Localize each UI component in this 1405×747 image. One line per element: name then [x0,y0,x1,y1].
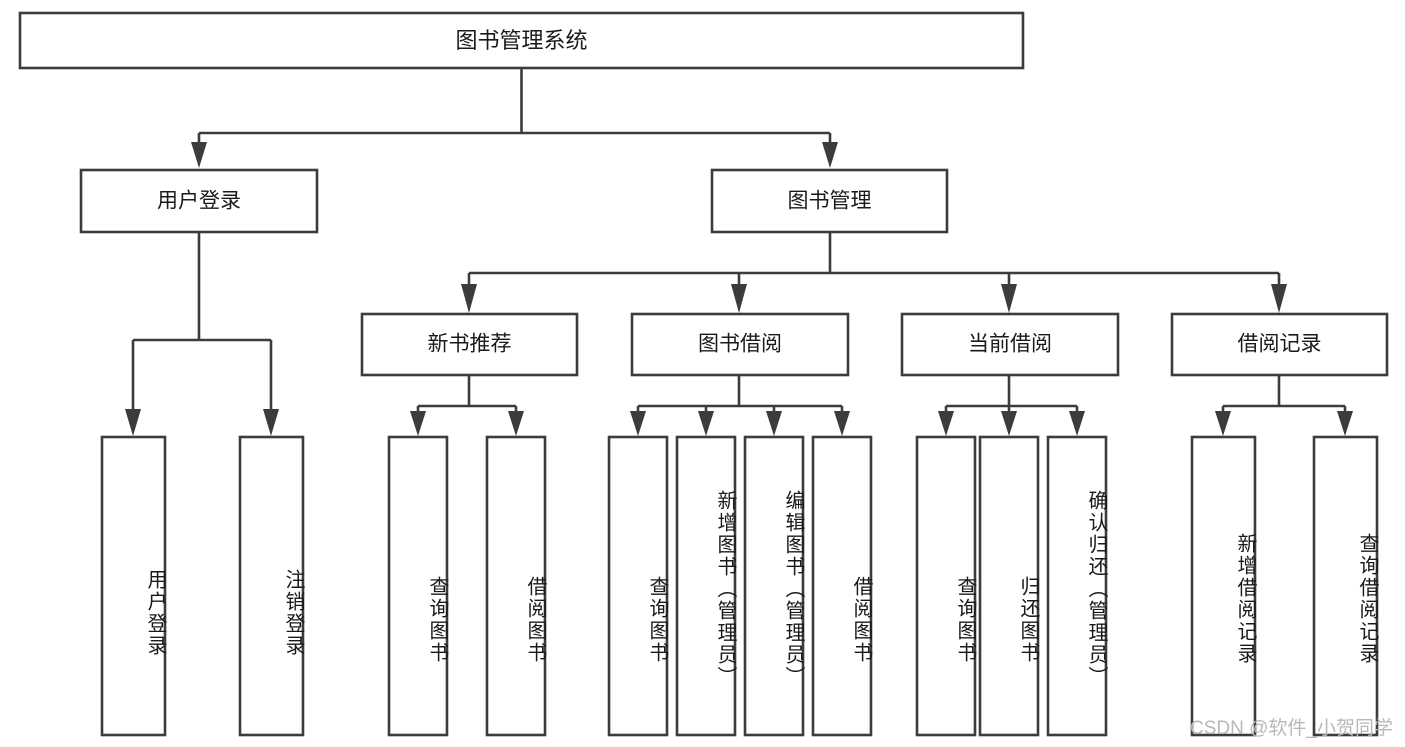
leaf-box-logout[interactable] [238,435,305,737]
node-root-box[interactable] [18,11,1025,70]
node-new-book-recommend-label: 新书推荐 [428,333,512,356]
node-current-borrow[interactable]: 当前借阅 [900,312,1120,377]
leaf-box-query-record[interactable] [1312,435,1379,737]
leaf-box-layer [100,435,1379,737]
node-user-login-label: 用户登录 [157,190,241,213]
arrow-head-bookborrow-leaf2 [698,411,714,436]
node-current-borrow-label: 当前借阅 [968,333,1052,356]
leaf-box-query-book-3[interactable] [915,435,977,737]
arrow-head-borrow-record [1271,284,1287,313]
leaf-box-confirm-return[interactable] [1046,435,1108,737]
arrow-head-currentborrow-leaf1 [938,411,954,436]
arrow-head-leaf-user-login [125,409,141,436]
node-book-management-box[interactable] [710,168,949,234]
arrow-head-currentborrow-leaf2 [1001,411,1017,436]
node-new-book-recommend[interactable]: 新书推荐 [360,312,579,377]
arrow-head-book-borrow [731,284,747,313]
arrow-head-borrowrecord-leaf1 [1215,411,1231,436]
node-book-borrow[interactable]: 图书借阅 [630,312,850,377]
node-book-management-label: 图书管理 [788,190,872,213]
arrow-head-bookborrow-leaf1 [630,411,646,436]
arrow-head-user-login [191,142,207,168]
arrow-head-bookborrow-leaf3 [766,411,782,436]
node-book-management[interactable]: 图书管理 [710,168,949,234]
node-borrow-record-label: 借阅记录 [1238,333,1322,356]
leaf-box-query-book-2[interactable] [607,435,669,737]
node-book-borrow-box[interactable] [630,312,850,377]
node-borrow-record[interactable]: 借阅记录 [1170,312,1389,377]
node-root-label: 图书管理系统 [455,28,587,53]
leaf-box-borrow-book-2[interactable] [811,435,873,737]
leaf-box-query-book-1[interactable] [387,435,449,737]
node-user-login-box[interactable] [79,168,319,234]
arrow-head-newbook-leaf2 [508,411,524,436]
arrow-head-new-book-rec [461,284,477,313]
arrow-head-currentborrow-leaf3 [1069,411,1085,436]
arrow-head-current-borrow [1001,284,1017,313]
leaf-box-add-record[interactable] [1190,435,1257,737]
arrow-head-newbook-leaf1 [410,411,426,436]
leaf-box-user-login[interactable] [100,435,167,737]
leaf-box-add-book[interactable] [675,435,737,737]
node-current-borrow-box[interactable] [900,312,1120,377]
node-book-borrow-label: 图书借阅 [698,333,782,356]
arrow-head-bookborrow-leaf4 [834,411,850,436]
leaf-box-edit-book[interactable] [743,435,805,737]
node-user-login[interactable]: 用户登录 [79,168,319,234]
node-new-book-recommend-box[interactable] [360,312,579,377]
leaf-box-return-book[interactable] [978,435,1040,737]
leaf-box-borrow-book-1[interactable] [485,435,547,737]
arrow-head-borrowrecord-leaf2 [1337,411,1353,436]
node-borrow-record-box[interactable] [1170,312,1389,377]
arrow-head-leaf-logout [263,409,279,436]
node-root-system[interactable]: 图书管理系统 [18,11,1025,70]
csdn-watermark: CSDN @软件_小贺同学 [1190,718,1393,739]
connector-layer [125,68,1353,436]
arrow-head-book-mgmt [822,142,838,168]
